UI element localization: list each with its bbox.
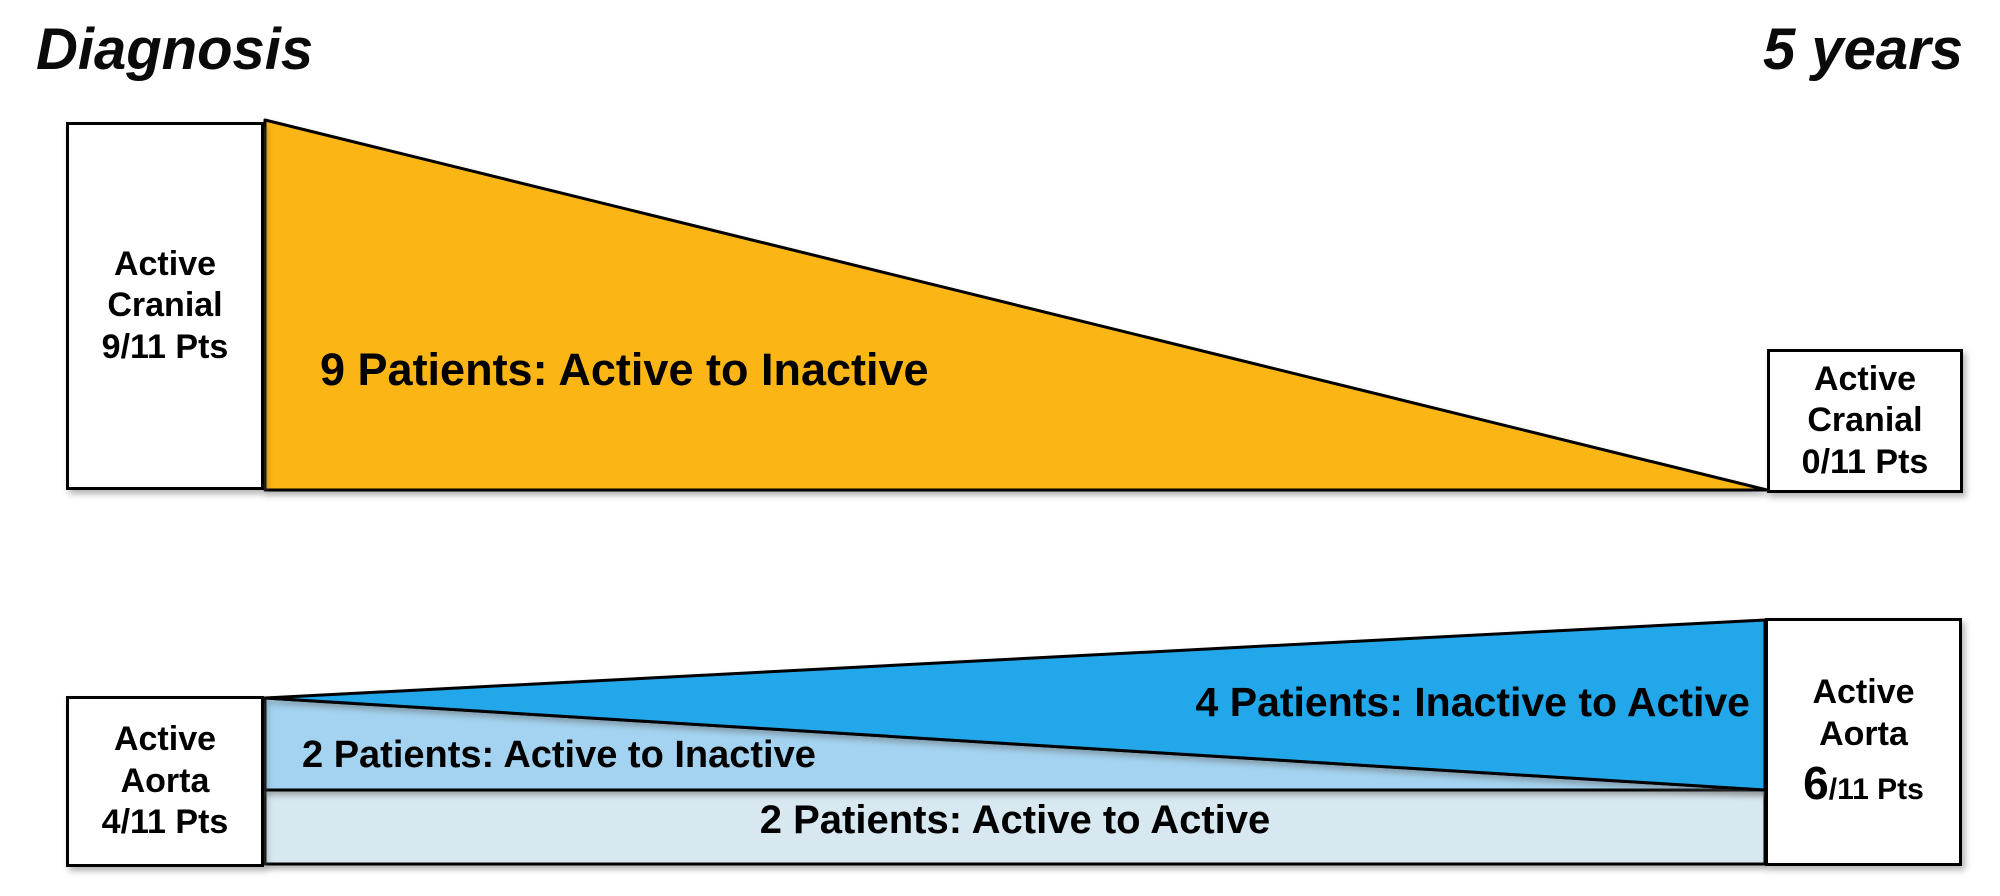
- aorta-end-line1: Active: [1812, 673, 1915, 712]
- cranial-start-count: 9/11 Pts: [101, 327, 229, 366]
- cranial-start-line2: Cranial: [107, 286, 223, 325]
- aorta-start-count: 4/11 Pts: [101, 803, 229, 842]
- timeline-end-label: 5 years: [1763, 17, 1963, 82]
- aorta-end-count-number: 6: [1803, 757, 1829, 810]
- aorta-inactive-to-active-label: 4 Patients: Inactive to Active: [1195, 679, 1750, 725]
- aorta-end-count-denominator: /11 Pts: [1828, 773, 1924, 807]
- cranial-end-count: 0/11 Pts: [1801, 442, 1929, 481]
- cranial-start-line1: Active: [113, 244, 217, 283]
- aorta-active-to-active-label: 2 Patients: Active to Active: [759, 798, 1271, 842]
- cranial-end-line2: Cranial: [1807, 401, 1923, 440]
- aorta-end-line2: Aorta: [1819, 714, 1908, 753]
- aorta-start-line1: Active: [113, 720, 217, 759]
- aorta-end-count: 6/11 Pts: [1803, 755, 1924, 811]
- aorta-active-to-active-band: [263, 788, 1767, 866]
- timeline-start-label: Diagnosis: [36, 17, 314, 82]
- aorta-end-box: Active Aorta 6/11 Pts: [1765, 618, 1962, 866]
- cranial-end-line1: Active: [1813, 359, 1917, 398]
- aorta-start-line2: Aorta: [120, 761, 210, 800]
- cranial-start-box: Active Cranial 9/11 Pts: [66, 122, 264, 490]
- cranial-flow-label: 9 Patients: Active to Inactive: [320, 344, 929, 395]
- aorta-start-box: Active Aorta 4/11 Pts: [66, 696, 264, 867]
- cranial-active-to-inactive-wedge: [263, 118, 1769, 492]
- aorta-active-to-inactive-label: 2 Patients: Active to Inactive: [302, 734, 816, 776]
- cranial-end-box: Active Cranial 0/11 Pts: [1767, 349, 1963, 493]
